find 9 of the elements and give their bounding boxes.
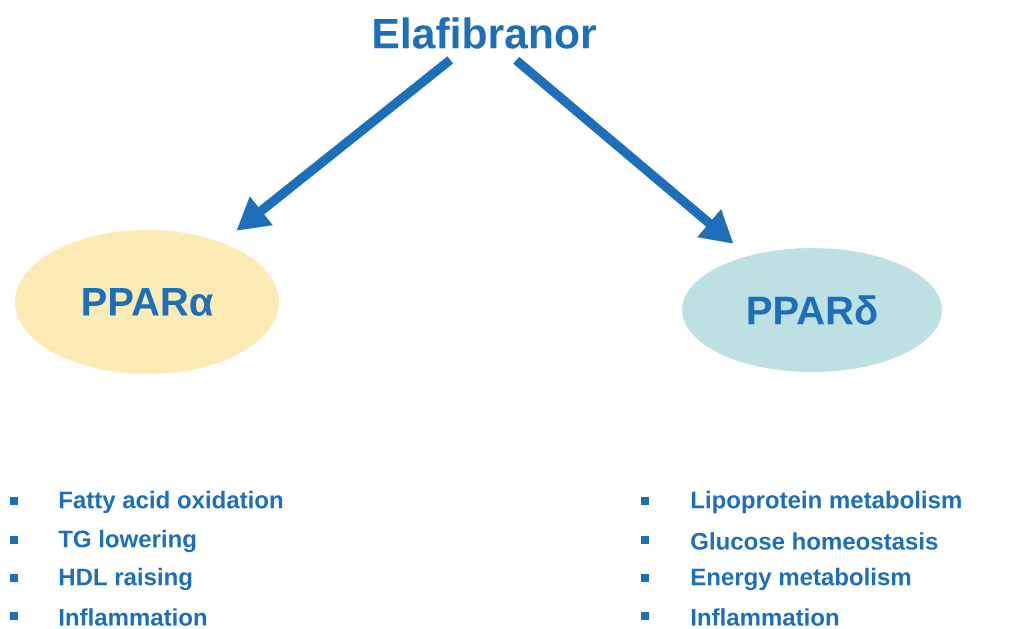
list-item: Lipoprotein metabolism [691,490,961,514]
list-item: Inflammation [691,608,839,626]
list-item: Glucose homeostasis [691,532,938,550]
list-item: Inflammation [59,608,207,626]
title-text: Elafibranor [374,17,596,49]
list-item: Energy metabolism [691,567,911,591]
list-item: TG lowering [58,529,196,553]
list-item: Fatty acid oxidation [59,490,283,514]
list-item: HDL raising [59,567,192,591]
